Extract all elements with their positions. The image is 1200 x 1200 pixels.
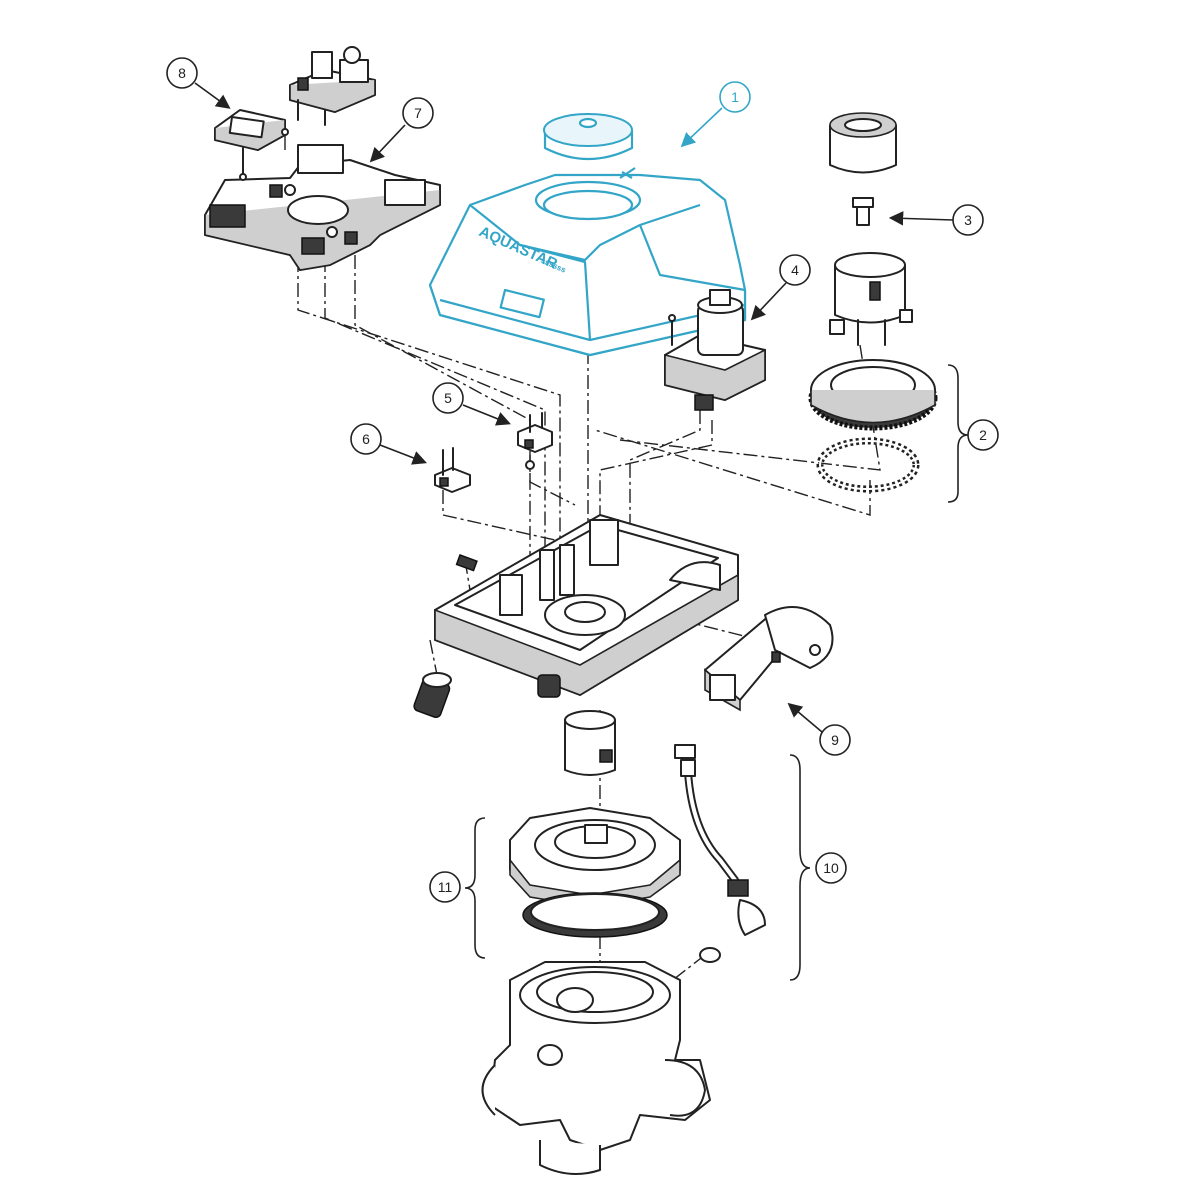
- callout-10: 10: [815, 852, 847, 884]
- drive-coupling[interactable]: [564, 710, 616, 776]
- svg-text:7: 7: [414, 105, 422, 121]
- part-6-switch[interactable]: [434, 447, 471, 493]
- base-housing[interactable]: [434, 514, 739, 696]
- svg-text:5: 5: [444, 390, 452, 406]
- svg-text:11: 11: [438, 879, 453, 895]
- part-7-power-supply[interactable]: [289, 46, 376, 126]
- svg-text:10: 10: [823, 860, 839, 876]
- svg-text:6: 6: [362, 431, 370, 447]
- part-2-bearing-ring[interactable]: [816, 437, 920, 493]
- part-11-valve-seal[interactable]: [522, 892, 668, 938]
- brace-part-2: [947, 364, 969, 503]
- valve-body[interactable]: [481, 961, 711, 1175]
- part-11-valve-top[interactable]: [509, 807, 681, 908]
- callout-8: 8: [166, 57, 231, 109]
- svg-text:1: 1: [731, 89, 739, 105]
- part-7-circuit-board[interactable]: [204, 144, 441, 271]
- svg-text:9: 9: [831, 732, 839, 748]
- part-9-lever-handle[interactable]: [704, 606, 834, 712]
- svg-text:4: 4: [791, 262, 799, 278]
- brace-part-11: [464, 817, 486, 959]
- part-10-hose-fittings[interactable]: [674, 744, 766, 963]
- callout-9: 9: [787, 702, 851, 756]
- callout-7: 7: [369, 97, 434, 163]
- cable-gland-right[interactable]: [537, 674, 561, 698]
- part-4-motor[interactable]: [664, 289, 766, 411]
- svg-text:8: 8: [178, 65, 186, 81]
- callout-5: 5: [432, 382, 511, 426]
- part-2-gear-wheel[interactable]: [808, 359, 938, 431]
- svg-text:2: 2: [979, 427, 987, 443]
- callout-11: 11: [429, 871, 461, 903]
- cable-gland-left[interactable]: [413, 672, 452, 719]
- callout-2: 2: [967, 419, 999, 451]
- callout-6: 6: [350, 423, 427, 465]
- callout-4: 4: [750, 254, 811, 321]
- callout-1: 1: [680, 81, 751, 148]
- svg-text:3: 3: [964, 212, 972, 228]
- part-1-cover[interactable]: AQUASTAR ssssss: [428, 113, 747, 357]
- part-8-display-module[interactable]: [214, 109, 289, 181]
- callout-3: 3: [888, 204, 984, 236]
- part-5-switch[interactable]: [517, 412, 553, 470]
- brace-part-10: [789, 754, 811, 981]
- part-3-cam-assembly[interactable]: [829, 112, 913, 346]
